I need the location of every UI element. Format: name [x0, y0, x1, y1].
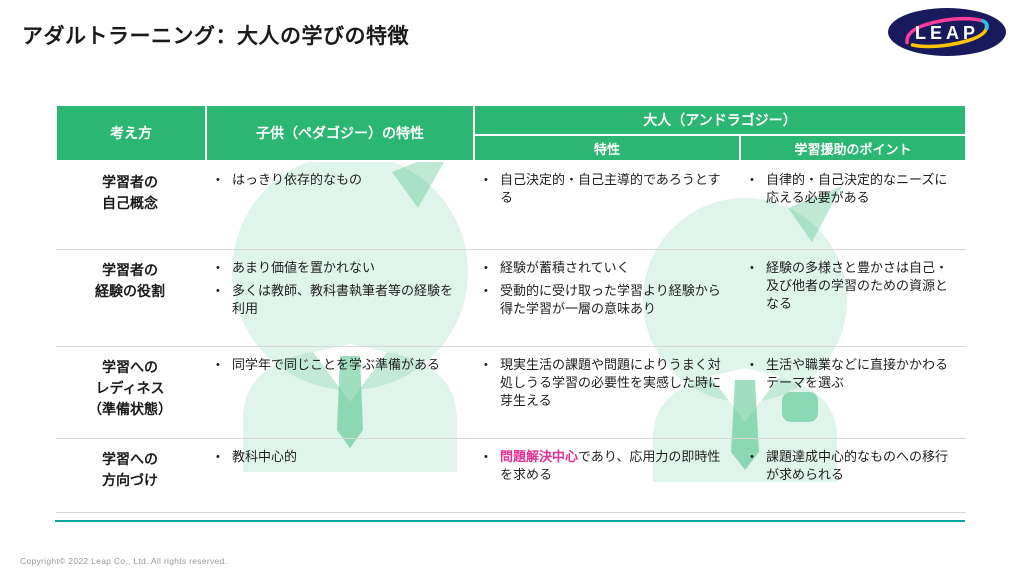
adult-traits-cell: • 問題解決中心であり、応用力の即時性を求める: [474, 437, 740, 513]
support-points-cell: • 課題達成中心的なものへの移行が求められる: [740, 437, 967, 513]
bullet-icon: •: [216, 174, 220, 186]
logo-swirl-icon: [905, 16, 989, 49]
bullet-item: • あまり価値を置かれない: [216, 259, 462, 277]
bullet-text: 問題解決中心であり、応用力の即時性を求める: [500, 448, 721, 482]
copyright-text: Copyright© 2022 Leap Co., Ltd. All right…: [20, 556, 228, 566]
bullet-text: あまり価値を置かれない: [232, 259, 376, 275]
bullet-icon: •: [484, 261, 488, 274]
bullet-item: • 同学年で同じことを学ぶ準備がある: [216, 356, 462, 374]
bullet-text: 自己決定的・自己主導的であろうとする: [500, 172, 721, 206]
bullet-item: • 問題解決中心であり、応用力の即時性を求める: [484, 448, 728, 485]
row-label: 学習への 方向づけ: [56, 437, 206, 513]
adult-traits-cell: • 経験が蓄積されていく • 受動的に受け取った学習より経験から得た学習が一層の意味あ…: [474, 248, 740, 346]
bullet-text: 同学年で同じことを学ぶ準備がある: [232, 356, 441, 372]
logo-text: LEAP: [915, 23, 979, 43]
support-points-cell: • 生活や職業などに直接かかわるテーマを選ぶ: [740, 345, 967, 438]
bullet-item: • 自律的・自己決定的なニーズに応える必要がある: [750, 171, 954, 208]
bullet-icon: •: [484, 450, 488, 463]
bullet-text: 現実生活の課題や問題によりうまく対処しうる学習の必要性を実感した時に芽生える: [500, 356, 722, 409]
bullet-icon: •: [750, 450, 754, 463]
bullet-item: • 多くは教師、教科書執筆者等の経験を利用: [216, 282, 462, 319]
bullet-item: • 経験の多様さと豊かさは自己・及び他者の学習のための資源となる: [750, 259, 954, 314]
bullet-item: • 教科中心的: [216, 448, 462, 466]
table-row: 学習への レディネス （準備状態） • 同学年で同じことを学ぶ準備がある • 現実生活の…: [56, 345, 967, 438]
bullet-text: 受動的に受け取った学習より経験から得た学習が一層の意味あり: [500, 282, 721, 317]
bullet-text: 多くは教師、教科書執筆者等の経験を利用: [232, 282, 454, 317]
bullet-icon: •: [216, 261, 220, 274]
bullet-icon: •: [750, 261, 754, 274]
bullet-icon: •: [750, 174, 754, 186]
bullet-text: 課題達成中心的なものへの移行が求められる: [766, 448, 949, 482]
row-label: 学習者の 経験の役割: [56, 248, 206, 346]
bullet-text: 経験が蓄積されていく: [500, 259, 630, 275]
highlighted-text: 問題解決中心: [500, 448, 579, 464]
table-body: 学習者の 自己概念•はっきり依存的なもの•自己決定的・自己主導的であろうとする•…: [56, 160, 967, 513]
bullet-icon: •: [484, 174, 488, 186]
bullet-item: • はっきり依存的なもの: [216, 171, 462, 189]
table-row: 学習者の 経験の役割 • あまり価値を置かれない • 多くは教師、教科書執筆者等の経験を…: [56, 248, 967, 346]
row-label: 学習への レディネス （準備状態）: [56, 345, 206, 438]
row-label: 学習者の 自己概念: [56, 160, 206, 249]
bullet-icon: •: [216, 358, 220, 371]
adult-learning-table: 考え方 子供（ペダゴジー）の特性 大人（アンドラゴジー） 特性 学習援助のポイン…: [55, 104, 968, 513]
child-traits-cell: • あまり価値を置かれない • 多くは教師、教科書執筆者等の経験を利用: [206, 248, 474, 346]
bullet-icon: •: [216, 284, 220, 297]
bullet-text: はっきり依存的なもの: [232, 172, 363, 187]
adult-traits-cell: • 自己決定的・自己主導的であろうとする: [474, 160, 740, 249]
child-traits-cell: • はっきり依存的なもの: [206, 160, 474, 249]
bullet-icon: •: [484, 358, 488, 371]
header-adult-andragogy: 大人（アンドラゴジー）: [472, 104, 968, 136]
bullet-text: 経験の多様さと豊かさは自己・及び他者の学習のための資源となる: [766, 259, 949, 312]
bullet-item: • 自己決定的・自己主導的であろうとする: [484, 171, 728, 208]
bullet-item: • 経験が蓄積されていく: [484, 259, 728, 277]
bullet-text: 生活や職業などに直接かかわるテーマを選ぶ: [766, 356, 949, 390]
bullet-item: • 受動的に受け取った学習より経験から得た学習が一層の意味あり: [484, 282, 728, 319]
bullet-item: • 生活や職業などに直接かかわるテーマを選ぶ: [750, 356, 954, 393]
adult-traits-cell: • 現実生活の課題や問題によりうまく対処しうる学習の必要性を実感した時に芽生える: [474, 345, 740, 438]
header-adult-traits: 特性: [473, 134, 741, 162]
header-support-points: 学習援助のポイント: [738, 134, 968, 162]
bullet-item: • 課題達成中心的なものへの移行が求められる: [750, 448, 954, 485]
bullet-text: 教科中心的: [232, 448, 298, 464]
support-points-cell: • 経験の多様さと豊かさは自己・及び他者の学習のための資源となる: [740, 248, 967, 346]
bullet-text: 自律的・自己決定的なニーズに応える必要がある: [766, 172, 948, 206]
bullet-item: • 現実生活の課題や問題によりうまく対処しうる学習の必要性を実感した時に芽生える: [484, 356, 728, 411]
header-concept: 考え方: [55, 104, 207, 162]
child-traits-cell: • 同学年で同じことを学ぶ準備がある: [206, 345, 474, 438]
table-row: 学習者の 自己概念•はっきり依存的なもの•自己決定的・自己主導的であろうとする•…: [56, 160, 967, 249]
header-child-pedagogy: 子供（ペダゴジー）の特性: [205, 104, 475, 162]
page-title: アダルトラーニング：大人の学びの特徴: [22, 25, 409, 48]
divider-line: [55, 520, 965, 522]
bullet-icon: •: [484, 284, 488, 297]
table-row: 学習への 方向づけ • 教科中心的 • 問題解決中心であり、応用力の即時性を求める • 課題…: [56, 437, 967, 513]
support-points-cell: • 自律的・自己決定的なニーズに応える必要がある: [740, 160, 967, 249]
bullet-icon: •: [216, 450, 220, 463]
table-header: 考え方 子供（ペダゴジー）の特性 大人（アンドラゴジー） 特性 学習援助のポイン…: [55, 104, 968, 162]
bullet-icon: •: [750, 358, 754, 371]
leap-logo: LEAP: [888, 8, 1006, 56]
child-traits-cell: • 教科中心的: [206, 437, 474, 513]
